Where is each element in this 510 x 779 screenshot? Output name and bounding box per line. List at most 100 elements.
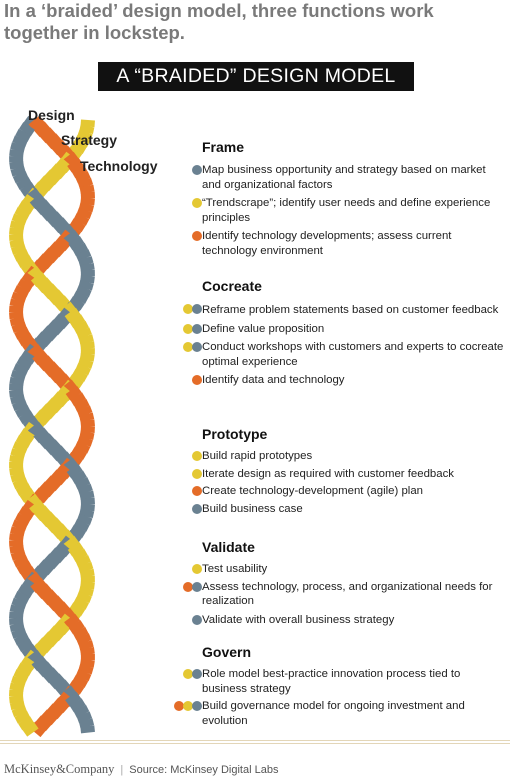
braid-strand-segment: [37, 355, 55, 372]
braid-strand-segment: [49, 547, 66, 564]
braid-strand-segment: [18, 716, 35, 731]
braid-strand-segment: [75, 633, 92, 646]
section-prototype: Prototype Build rapid prototypes Iterate…: [171, 426, 506, 516]
braid-strand-segment: [48, 625, 65, 642]
braid-strand-segment: [75, 363, 92, 376]
braid-strand-segment: [17, 332, 34, 347]
list-item: “Trendscrape”; identify user needs and d…: [171, 196, 506, 225]
braid-strand-segment: [43, 553, 61, 570]
braid-strand-segment: [73, 518, 90, 532]
braid-strand-segment: [49, 367, 66, 384]
braid-strand-segment: [41, 205, 58, 222]
list-item: Conduct workshops with customers and exp…: [171, 340, 506, 369]
braid-strand-segment: [27, 421, 45, 437]
list-item: Build rapid prototypes: [171, 449, 506, 464]
braid-strand-segment: [80, 197, 95, 206]
technology-dot: [192, 375, 202, 386]
braid-strand-segment: [9, 454, 25, 464]
braid-strand-segment: [33, 487, 50, 504]
braid-strand-segment: [77, 129, 93, 141]
braid-strand-segment: [9, 622, 25, 633]
braid-strand-segment: [36, 637, 53, 654]
braid-strand-segment: [14, 404, 31, 418]
braid-strand-segment: [10, 549, 27, 561]
technology-dot: [192, 486, 202, 497]
braid-strand-segment: [13, 555, 29, 568]
braid-strand-segment: [59, 301, 76, 317]
braid-strand-segment: [68, 620, 85, 635]
braid-strand-segment: [50, 163, 67, 180]
braid-strand-segment: [28, 115, 45, 131]
braid-strand-segment: [73, 320, 89, 334]
braid-strand-segment: [34, 505, 51, 522]
braid-strand-segment: [47, 595, 64, 612]
strategy-dot: [192, 165, 202, 175]
braid-strand-segment: [52, 391, 69, 408]
braid-strand-segment: [17, 278, 34, 293]
braid-strand-segment: [77, 435, 93, 447]
braid-strand-segment: [24, 187, 41, 203]
braid-strand-segment: [80, 275, 95, 284]
braid-strand-segment: [62, 151, 79, 167]
braid-strand-segment: [30, 271, 48, 288]
braid-strand-segment: [64, 613, 81, 629]
footer: McKinsey&Company|Source: McKinsey Digita…: [4, 762, 278, 777]
section-frame: Frame Map business opportunity and strat…: [171, 139, 506, 259]
braid-strand-segment: [11, 597, 27, 609]
braid-strand-segment: [45, 133, 62, 150]
braid-strand-segment: [60, 685, 77, 701]
braid-strand-segment: [70, 470, 87, 485]
braid-strand-segment: [52, 697, 69, 714]
design-dot: [192, 468, 202, 479]
braid-strand-segment: [29, 721, 46, 738]
braid-strand-segment: [74, 134, 90, 148]
braid-strand-segment: [15, 128, 32, 142]
braid-strand-segment: [10, 448, 26, 459]
braid-strand-segment: [16, 560, 33, 575]
braid-strand-segment: [76, 711, 93, 724]
design-dot: [183, 323, 193, 334]
braid-strand-segment: [73, 704, 90, 718]
braid-strand-segment: [32, 181, 50, 198]
braid-strand-segment: [47, 319, 64, 336]
braid-strand-segment: [9, 149, 24, 158]
braid-strand-segment: [34, 121, 51, 138]
braid-strand-segment: [69, 602, 86, 617]
braid-strand-segment: [68, 296, 85, 311]
braid-strand-segment: [73, 212, 90, 226]
braid-strand-segment: [64, 307, 81, 323]
braid-strand-segment: [65, 691, 82, 707]
design-dot: [192, 564, 202, 574]
braid-strand-segment: [40, 511, 57, 528]
braid-strand-segment: [39, 127, 57, 144]
braid-strand-segment: [79, 124, 95, 135]
braid-strand-segment: [41, 709, 58, 726]
braid-strand-segment: [54, 619, 71, 636]
braid-strand-segment: [55, 541, 72, 558]
design-dot: [183, 669, 193, 679]
braid-strand-segment: [26, 649, 43, 665]
braid-strand-segment: [78, 718, 95, 729]
braid-strand-segment: [80, 119, 95, 128]
braid-strand-segment: [70, 446, 87, 461]
braid-strand-segment: [9, 604, 25, 615]
source-note: Source: McKinsey Digital Labs: [129, 764, 279, 776]
list-item: Identify technology developments; assess…: [171, 229, 506, 258]
strategy-dot: [192, 323, 202, 334]
braid-strand-segment: [71, 164, 88, 179]
braid-strand-segment: [14, 206, 31, 220]
braid-strand-segment: [78, 280, 94, 291]
strand-label-design: Design: [28, 107, 75, 123]
braid-strand-segment: [61, 457, 79, 473]
braid-strand-segment: [75, 249, 92, 262]
technology-dot: [192, 231, 202, 242]
strand-label-strategy: Strategy: [61, 132, 118, 148]
braid-strand-segment: [68, 236, 85, 251]
braid-strand-segment: [12, 171, 29, 184]
list-item: Role model best-practice innovation proc…: [171, 667, 506, 696]
braid-strand-segment: [15, 434, 32, 448]
braid-strand-segment: [9, 298, 25, 309]
strategy-dot: [192, 342, 202, 353]
braid-strand-segment: [18, 200, 35, 215]
braid-strand-segment: [9, 682, 25, 692]
